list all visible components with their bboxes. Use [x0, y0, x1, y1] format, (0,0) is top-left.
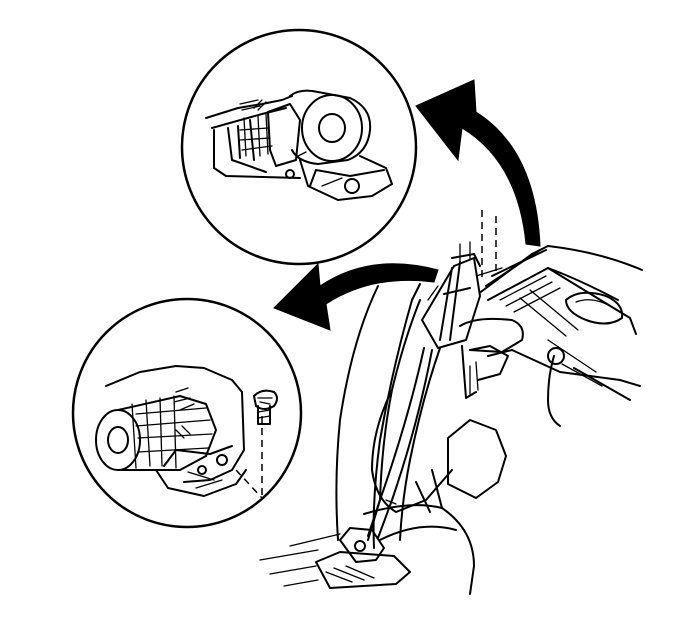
- retractor-bolt: [253, 389, 278, 425]
- seat-cushion: [259, 389, 507, 595]
- upper-retractor-detail: [180, 28, 418, 266]
- pillar-outline: [335, 285, 439, 541]
- mount-alignment-lines: [475, 210, 503, 280]
- arrow-to-lower-detail: [273, 262, 439, 331]
- seat-belt-webbing: [315, 253, 524, 589]
- arrow-to-upper-detail: [415, 79, 541, 247]
- upper-retractor-housing: [205, 89, 393, 201]
- lower-retractor-detail: [71, 297, 303, 529]
- anchor-cable: [547, 347, 631, 427]
- floor-panel: [459, 241, 643, 387]
- lower-retractor-housing: [95, 365, 263, 499]
